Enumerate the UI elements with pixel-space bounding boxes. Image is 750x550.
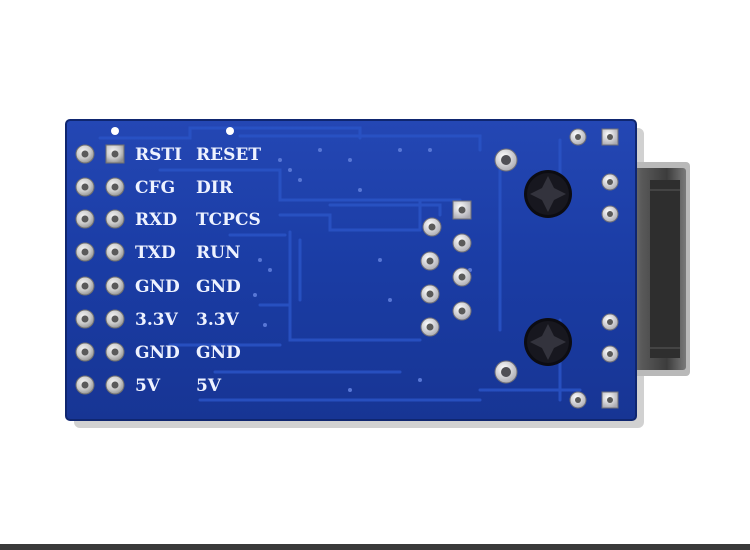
silkscreen-right-labels: RESET DIR TCPCS RUN GND 3.3V GND 5V <box>196 145 261 396</box>
pin-label: 3.3V <box>135 310 179 330</box>
pcb-traces <box>98 126 582 402</box>
marker-dot <box>226 127 234 135</box>
pin-label: RXD <box>135 210 177 230</box>
pin-label: GND <box>196 343 241 363</box>
pin-label: TCPCS <box>196 210 261 230</box>
pin-label: 5V <box>135 376 161 396</box>
pin-label: CFG <box>135 178 175 198</box>
pin-label: GND <box>196 277 241 297</box>
header-pins-inner <box>105 144 125 395</box>
pin-label: RSTI <box>135 145 182 165</box>
pin-label: 5V <box>196 376 222 396</box>
mounting-post-bottom <box>524 318 572 366</box>
pin-label: RESET <box>196 145 261 165</box>
header-pins-outer <box>75 144 95 395</box>
silkscreen-left-labels: RSTI CFG RXD TXD GND 3.3V GND 5V <box>135 145 182 396</box>
rj45-solder-pads <box>420 200 472 337</box>
pin-label: GND <box>135 277 180 297</box>
pin-label: DIR <box>196 178 234 198</box>
bottom-edge-bar <box>0 544 750 550</box>
pin-label: TXD <box>135 243 176 263</box>
shield-pads <box>569 128 619 409</box>
pcb-board <box>66 120 636 420</box>
pcb-vias <box>253 148 472 392</box>
pin-label: GND <box>135 343 180 363</box>
mounting-post-top <box>524 170 572 218</box>
pin-label: RUN <box>196 243 241 263</box>
pin-label: 3.3V <box>196 310 240 330</box>
marker-dot <box>111 127 119 135</box>
led-pads <box>494 148 518 384</box>
